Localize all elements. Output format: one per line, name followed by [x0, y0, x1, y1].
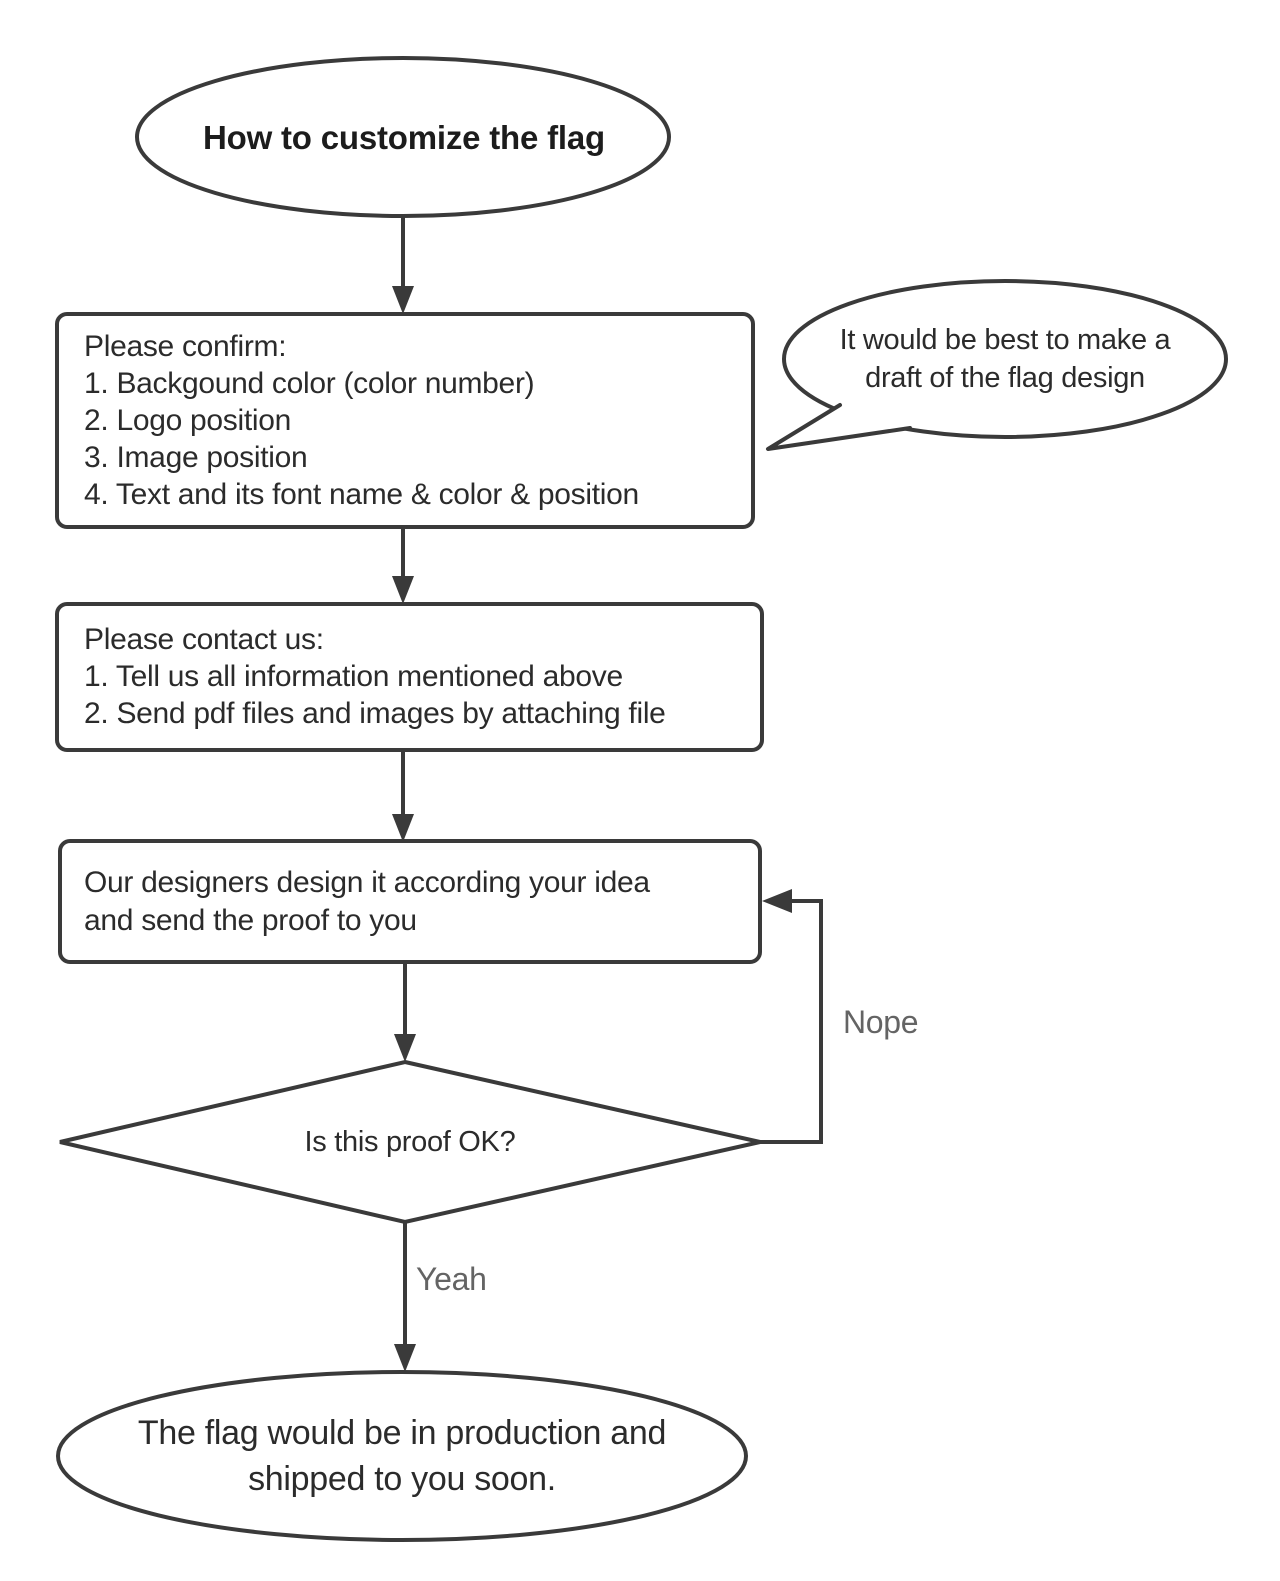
start-node-label: How to customize the flag	[202, 118, 606, 156]
yeah-edge-label: Yeah	[416, 1261, 487, 1297]
yeah-arrow-head	[394, 1344, 416, 1372]
arrow-confirm-to-contact-head	[392, 576, 414, 604]
note-bubble-tail	[766, 403, 912, 451]
arrow-start-to-confirm-head	[392, 286, 414, 314]
decision-node-label: Is this proof OK?	[304, 1126, 516, 1158]
confirm-node-shape	[55, 312, 755, 529]
nope-edge-label: Nope	[843, 1004, 919, 1040]
end-node-label: The flag would be in production and ship…	[137, 1414, 667, 1498]
contact-node-shape	[55, 602, 764, 752]
design-node-label: Our designers design it according your i…	[84, 866, 650, 937]
arrow-design-to-decision-head	[394, 1034, 416, 1062]
decision-node-shape	[59, 1059, 761, 1225]
nope-arrow-head	[762, 889, 792, 913]
start-node-shape	[135, 56, 671, 218]
arrow-contact-to-design-head	[392, 814, 414, 842]
design-node-shape	[58, 839, 762, 964]
contact-node-label: Please contact us: 1. Tell us all inform…	[84, 623, 666, 730]
note-bubble-shape	[782, 279, 1228, 439]
note-bubble-label: It would be best to make a draft of the …	[839, 324, 1171, 394]
nope-feedback-line	[760, 899, 823, 1144]
end-node-shape	[56, 1370, 748, 1542]
confirm-node-label: Please confirm: 1. Backgound color (colo…	[84, 330, 639, 511]
